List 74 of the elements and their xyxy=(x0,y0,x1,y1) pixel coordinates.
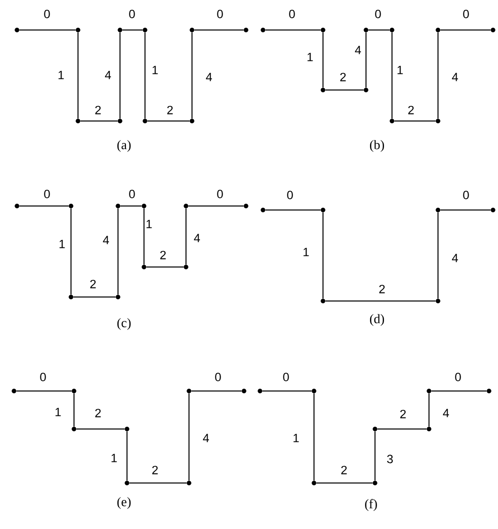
line-segment xyxy=(80,120,118,122)
edge-label: 0 xyxy=(215,372,221,382)
edge-label: 1 xyxy=(112,454,117,462)
edge-label: 4 xyxy=(202,434,209,442)
line-segment xyxy=(73,296,116,298)
line-segment xyxy=(188,393,190,481)
edge-label: 0 xyxy=(289,10,295,18)
edge-label: 1 xyxy=(56,408,61,416)
edge-label: 4 xyxy=(194,234,200,242)
edge-label: 0 xyxy=(40,372,46,382)
edge-label: 1 xyxy=(294,434,299,442)
edge-label: 0 xyxy=(287,190,293,200)
line-segment xyxy=(144,32,146,119)
line-segment xyxy=(394,120,436,122)
line-segment xyxy=(322,212,324,299)
edge-label: 0 xyxy=(129,190,135,198)
panel-caption: (e) xyxy=(117,497,131,509)
edge-label: 4 xyxy=(102,236,109,244)
edge-label: 4 xyxy=(104,70,111,80)
edge-label: 3 xyxy=(387,454,393,464)
edge-label: 4 xyxy=(354,46,361,54)
edge-label: 4 xyxy=(442,408,449,418)
line-segment xyxy=(325,300,436,302)
edge-label: 2 xyxy=(90,280,96,288)
edge-label: 2 xyxy=(400,410,406,418)
line-segment xyxy=(76,428,125,430)
line-segment xyxy=(147,120,190,122)
panel-caption: (b) xyxy=(370,140,384,152)
line-segment xyxy=(262,390,312,392)
edge-label: 2 xyxy=(408,106,414,114)
edge-label: 1 xyxy=(58,70,64,80)
line-segment xyxy=(431,390,487,392)
panel-caption: (d) xyxy=(370,314,384,326)
edge-label: 0 xyxy=(44,190,50,198)
edge-label: 2 xyxy=(95,106,101,114)
line-segment xyxy=(374,431,376,481)
edge-label: 1 xyxy=(146,220,152,228)
edge-label: 0 xyxy=(217,190,223,198)
edge-label: 0 xyxy=(463,190,469,200)
line-segment xyxy=(129,482,187,484)
panel-caption: (c) xyxy=(117,318,131,330)
line-segment xyxy=(70,208,72,295)
edge-label: 1 xyxy=(152,66,158,74)
edge-label: 2 xyxy=(379,284,385,294)
line-segment xyxy=(146,266,184,268)
line-segment xyxy=(126,431,128,481)
line-segment xyxy=(322,32,324,88)
edge-label: 0 xyxy=(44,10,50,18)
edge-label: 1 xyxy=(304,248,309,256)
edge-label: 1 xyxy=(60,240,65,248)
panel-caption: (f) xyxy=(365,499,377,511)
edge-label: 4 xyxy=(206,72,212,82)
line-segment xyxy=(316,482,373,484)
edge-label: 2 xyxy=(340,72,346,82)
panel-caption: (a) xyxy=(117,140,131,152)
edge-label: 4 xyxy=(452,254,458,262)
edge-label: 1 xyxy=(308,52,313,62)
edge-label: 2 xyxy=(160,250,166,260)
edge-label: 1 xyxy=(398,66,403,74)
edge-label: 0 xyxy=(463,10,469,18)
line-segment xyxy=(428,393,430,427)
edge-label: 2 xyxy=(152,466,158,474)
edge-label: 4 xyxy=(452,72,458,82)
edge-label: 2 xyxy=(95,408,101,418)
line-segment xyxy=(16,390,72,392)
line-segment xyxy=(377,428,427,430)
line-segment xyxy=(191,390,242,392)
edge-label: 2 xyxy=(341,466,347,474)
edge-label: 0 xyxy=(455,372,461,382)
edge-label: 0 xyxy=(375,10,381,18)
edge-label: 2 xyxy=(167,106,173,114)
edge-label: 0 xyxy=(129,10,135,18)
edge-label: 0 xyxy=(283,372,289,382)
edge-label: 0 xyxy=(217,10,223,18)
